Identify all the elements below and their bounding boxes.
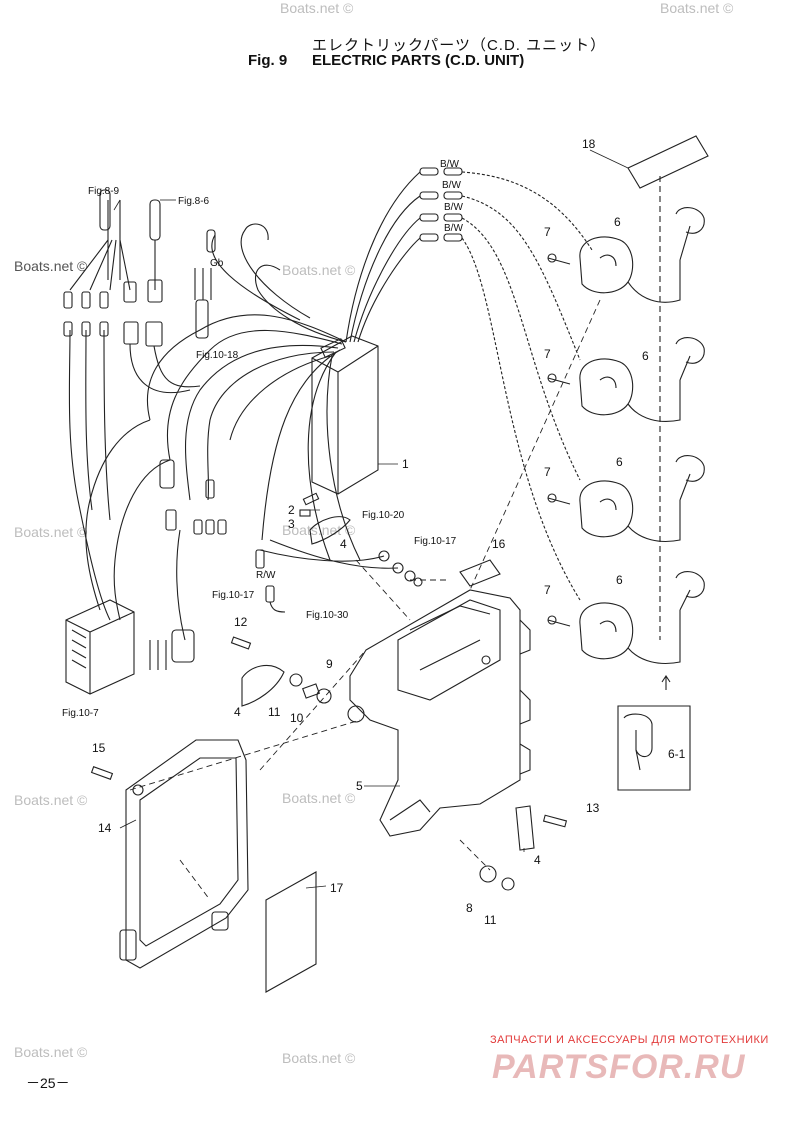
- callout-7: 7: [544, 225, 551, 239]
- cover: [119, 739, 249, 969]
- wire-label-bw: B/W: [442, 180, 461, 191]
- callout-10: 10: [290, 711, 304, 725]
- fig-reference: Fig.10-30: [306, 610, 349, 621]
- callout-15: 15: [92, 741, 106, 755]
- callout-6: 6: [616, 455, 623, 469]
- fig-reference: Fig.10-18: [196, 350, 239, 361]
- callout-16: 16: [492, 537, 506, 551]
- callout-13: 13: [586, 801, 600, 815]
- callout-11: 11: [268, 705, 281, 719]
- callout-5: 5: [356, 779, 363, 793]
- watermark: Boats.net ©: [14, 258, 88, 274]
- callout-14: 14: [98, 821, 112, 835]
- callout-4: 4: [340, 537, 347, 551]
- bw-connectors: [419, 167, 463, 242]
- page-number: －25－: [26, 1075, 70, 1091]
- callout-7: 7: [544, 583, 551, 597]
- figure-title: ELECTRIC PARTS (C.D. UNIT): [312, 52, 525, 69]
- fig-reference: Fig.10-17: [212, 590, 255, 601]
- callout-7: 7: [544, 465, 551, 479]
- callout-6: 6: [614, 215, 621, 229]
- ignition-coils: [579, 207, 705, 665]
- callout-6: 6: [642, 349, 649, 363]
- callout-7: 7: [544, 347, 551, 361]
- callout-6-1: 6-1: [668, 747, 686, 761]
- title-japanese: エレクトリックパーツ（C.D. ユニット）: [312, 37, 607, 54]
- wire-label-rw: R/W: [256, 570, 276, 581]
- watermark: Boats.net ©: [660, 0, 734, 16]
- callout-3: 3: [288, 517, 295, 531]
- watermark: Boats.net ©: [282, 262, 356, 278]
- callout-11: 11: [484, 913, 497, 927]
- regulator: [65, 599, 135, 695]
- watermark: Boats.net ©: [14, 524, 88, 540]
- callout-2: 2: [288, 503, 295, 517]
- callout-12: 12: [234, 615, 248, 629]
- wire-label-bw: B/W: [444, 223, 463, 234]
- promo-text: ЗАПЧАСТИ И АКСЕССУАРЫ ДЛЯ МОТОТЕХНИКИ: [490, 1034, 769, 1046]
- watermark: Boats.net ©: [280, 0, 354, 16]
- callout-8: 8: [466, 901, 473, 915]
- fig-reference: Fig.8-9: [88, 186, 120, 197]
- wire-label-bw: B/W: [440, 159, 459, 170]
- fig-reference: Fig.10-17: [414, 536, 457, 547]
- callout-4: 4: [534, 853, 541, 867]
- callout-17: 17: [330, 881, 344, 895]
- watermark: Boats.net ©: [14, 792, 88, 808]
- watermark: Boats.net ©: [282, 790, 356, 806]
- fig-reference: Fig.10-20: [362, 510, 405, 521]
- fig-reference: Fig.10-7: [62, 708, 99, 719]
- wire-label-gb: Gb: [210, 258, 224, 269]
- cd-unit-box: [311, 335, 379, 495]
- wire-label-bw: B/W: [444, 202, 463, 213]
- callout-6: 6: [616, 573, 623, 587]
- callout-1: 1: [402, 457, 409, 471]
- watermark: Boats.net ©: [14, 1044, 88, 1060]
- fig-reference: Fig.8-6: [178, 196, 210, 207]
- watermark: Boats.net ©: [282, 1050, 356, 1066]
- callout-9: 9: [326, 657, 333, 671]
- callout-18: 18: [582, 137, 596, 151]
- watermark: Boats.net ©: [282, 522, 356, 538]
- mounting-plate: [347, 559, 531, 837]
- brand-logo-text: PARTSFOR.RU: [492, 1048, 746, 1086]
- callout-4: 4: [234, 705, 241, 719]
- figure-number: Fig. 9: [248, 52, 288, 69]
